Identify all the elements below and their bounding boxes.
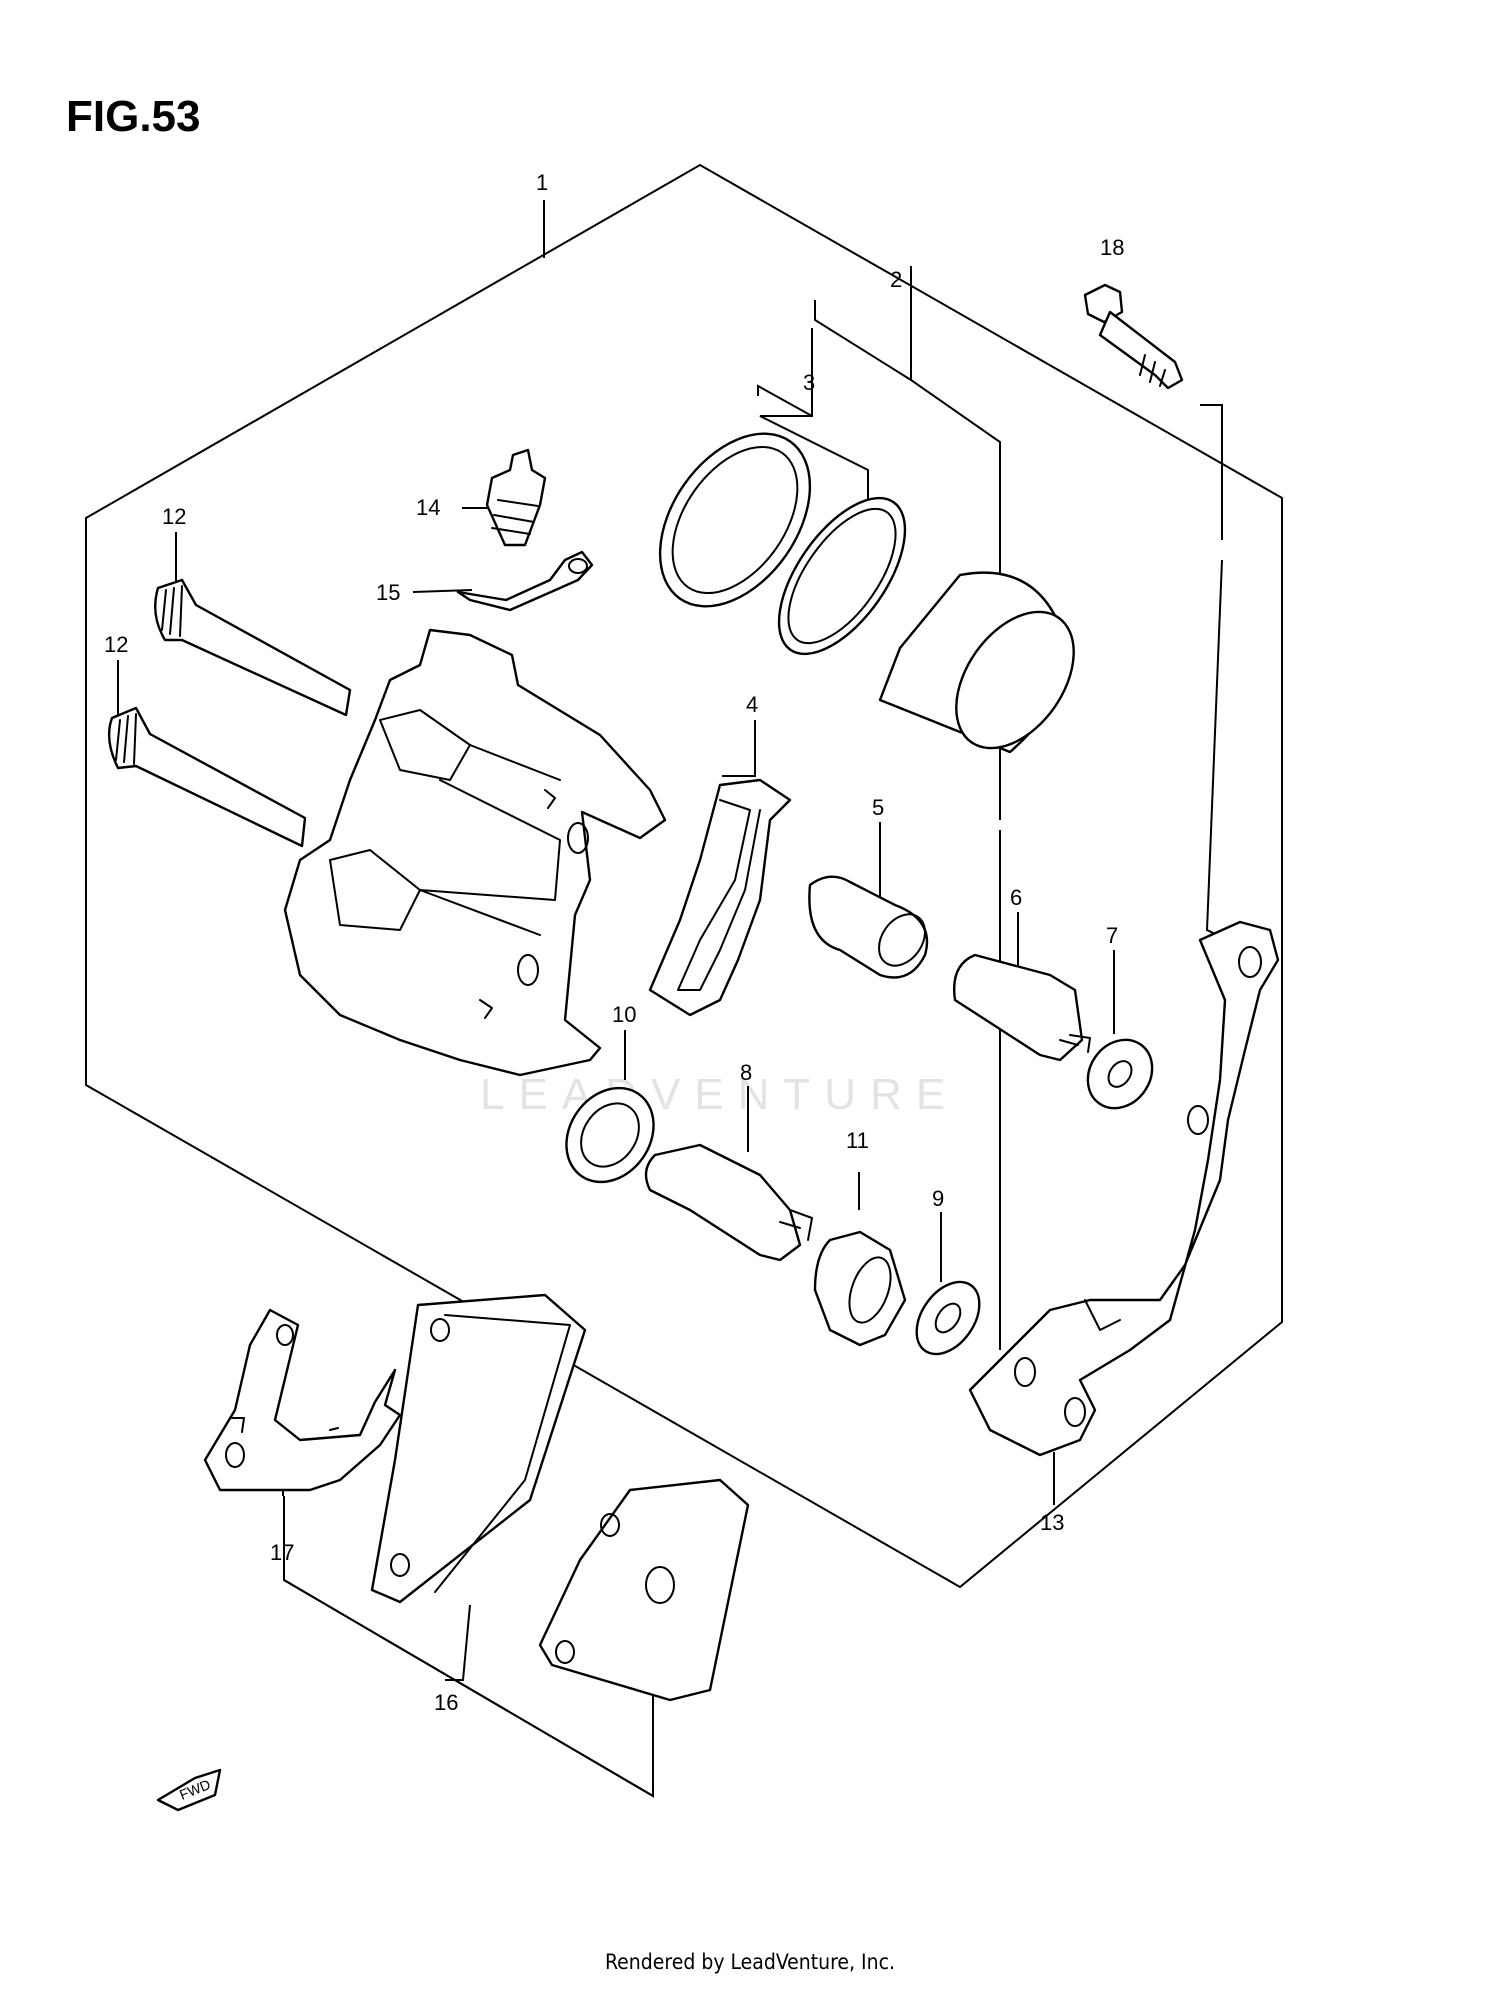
callout-16: 16 [434,1690,458,1715]
callout-13: 13 [1040,1510,1064,1535]
callout-8: 8 [740,1060,752,1085]
callout-7: 7 [1106,923,1118,948]
fwd-arrow-icon: FWD [156,1768,222,1812]
part-flange-bolt [1083,283,1184,390]
figure-title: FIG.53 [66,92,201,141]
callout-1: 1 [536,170,548,195]
callout-5: 5 [872,795,884,820]
callout-6: 6 [1010,885,1022,910]
part-bleeder-screw [485,448,547,547]
part-brake-pads [370,1293,750,1702]
part-slide-pins [107,578,352,848]
callout-18: 18 [1100,235,1124,260]
callout-12-upper: 12 [162,504,186,529]
watermark: LEADVENTURE [480,1070,960,1119]
part-caliper-bracket [968,920,1280,1457]
part-sleeve-and-pin [808,875,1154,1110]
callout-9: 9 [932,1186,944,1211]
leader-lines [117,200,1233,1798]
part-boots-and-pins [565,1086,981,1356]
part-piston-seals [658,432,907,656]
callout-10: 10 [612,1002,636,1027]
callout-3: 3 [803,370,815,395]
assembly-outline [85,163,1283,1589]
part-clip [456,550,594,612]
callout-11: 11 [846,1128,869,1153]
footer-credit: Rendered by LeadVenture, Inc. [605,1950,895,1974]
part-pad-spring [648,778,792,1017]
part-piston [878,571,1075,754]
callout-14: 14 [416,495,440,520]
callout-2: 2 [890,267,902,292]
callout-15: 15 [376,580,400,605]
part-caliper-body [283,628,667,1077]
part-pad-shim [203,1308,402,1492]
callout-17: 17 [270,1540,294,1565]
callout-12-lower: 12 [104,632,128,657]
callout-4: 4 [746,692,758,717]
callout-labels: 1 2 3 4 5 6 7 8 9 10 11 12 12 13 14 15 1… [104,170,1124,1715]
